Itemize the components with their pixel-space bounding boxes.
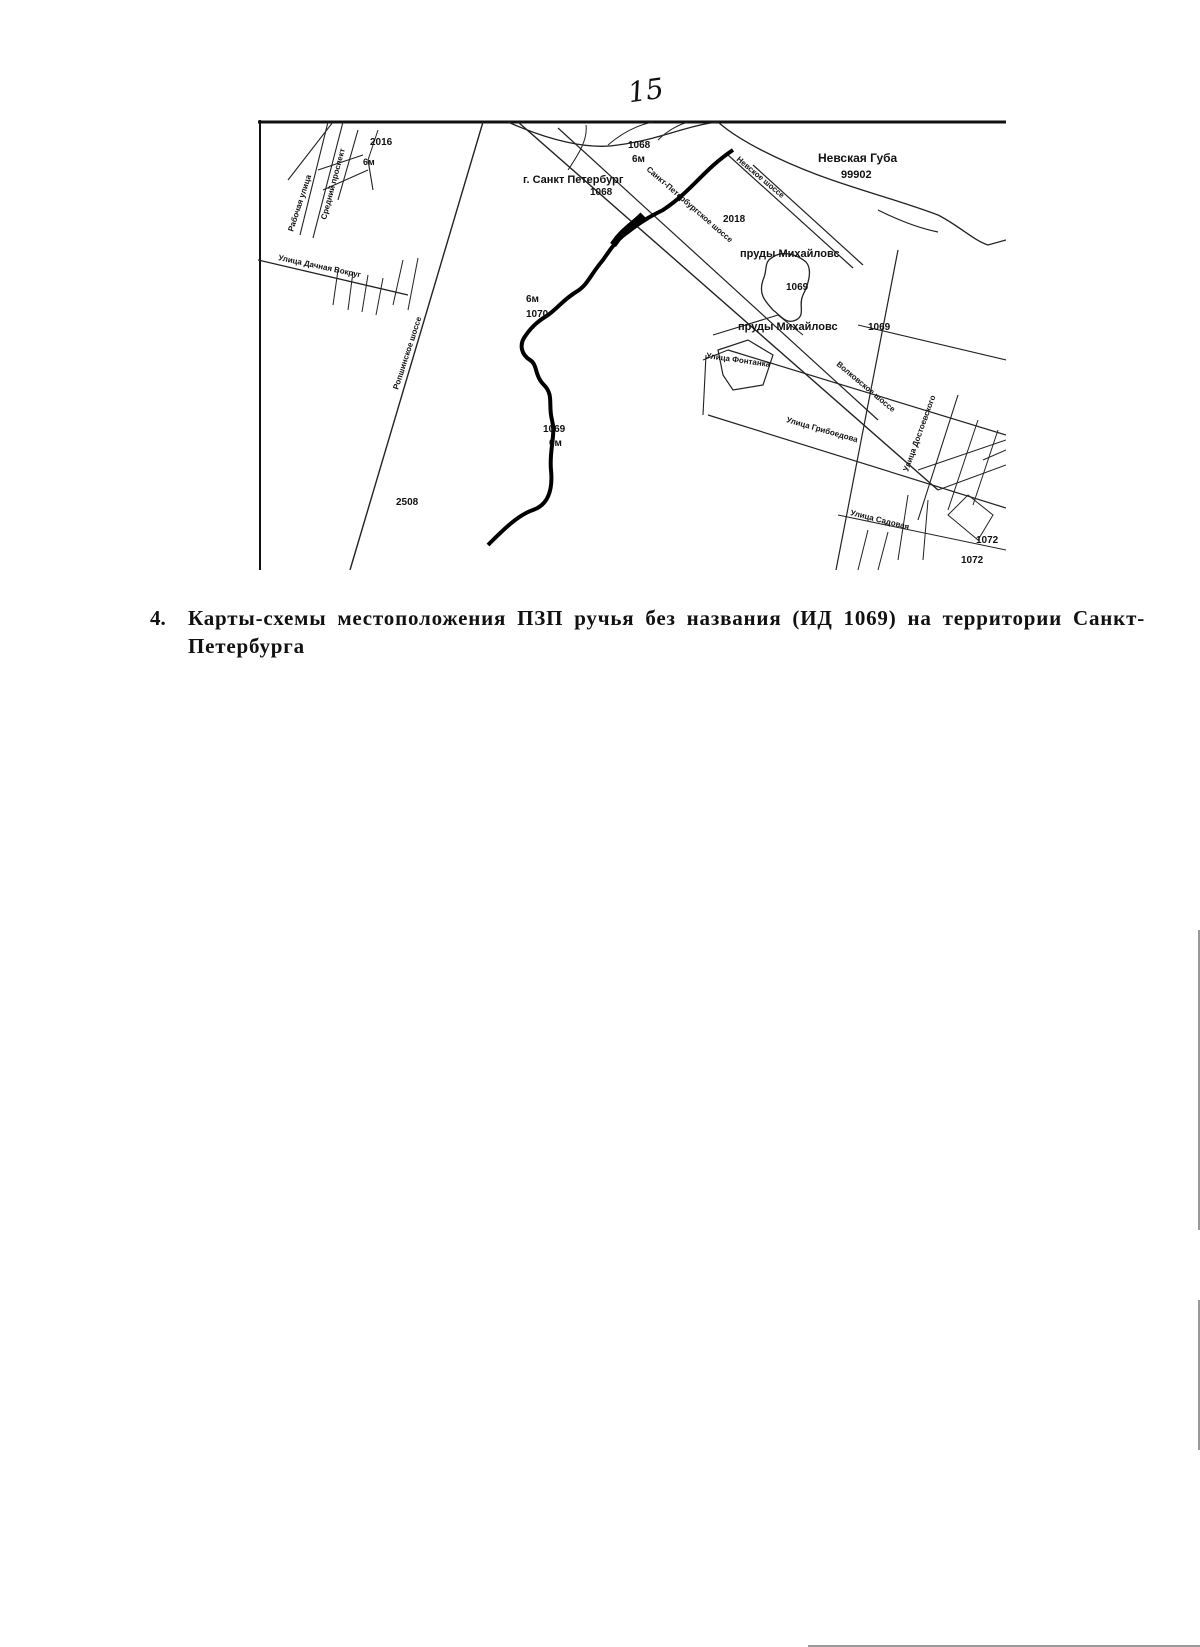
street-grid-c [312, 121, 344, 239]
pond-outline [712, 314, 804, 336]
label-1072-b: 1072 [961, 555, 984, 566]
se-grid-1 [947, 419, 979, 511]
se-grid-2 [972, 429, 999, 506]
street-tick-6 [407, 257, 419, 311]
road-fontanka-line [727, 349, 1006, 436]
street-tick-3 [361, 274, 369, 313]
pond-south [717, 339, 774, 391]
se-grid-6 [877, 531, 889, 570]
label-1069-right: 1069 [868, 322, 891, 333]
label-nevskaya-guba-id: 99902 [841, 169, 872, 181]
pond-west [702, 354, 707, 416]
label-1068-b: 1068 [590, 187, 613, 198]
label-bm-low: 6м [549, 438, 562, 449]
label-city: г. Санкт Петербург [523, 174, 624, 186]
label-nevskaya-guba: Невская Губа [818, 151, 898, 165]
street-grid-d [337, 129, 359, 201]
se-grid-9 [982, 449, 1006, 461]
road-ropsha [349, 121, 484, 570]
street-tick-4 [375, 277, 384, 316]
label-1068: 1068 [628, 140, 651, 151]
road-east [857, 324, 1006, 361]
label-prudy-1: пруды Михайловс [740, 248, 840, 260]
scan-edge-mark-lower [1198, 1300, 1200, 1450]
street-tick-7 [367, 129, 379, 161]
street-dachnaya: Улица Дачная Вокруг [278, 253, 363, 279]
street-rabochaya: Рабочая улица [286, 173, 313, 233]
street-grid-b [299, 121, 329, 236]
road-dachnaya [258, 259, 409, 296]
label-1072-a: 1072 [976, 535, 999, 546]
scan-edge-bottom [808, 1645, 1200, 1647]
label-2508: 2508 [396, 497, 419, 508]
coastline [507, 121, 1006, 246]
road-nevskoe-b [752, 164, 864, 266]
road-nevskoe [727, 154, 854, 269]
map-svg: Невская Губа 99902 г. Санкт Петербург 20… [258, 120, 1006, 570]
label-2018: 2018 [723, 214, 746, 225]
coastline-detail [877, 209, 939, 233]
label-bm-left: 6м [526, 294, 539, 305]
se-grid-4 [937, 464, 1006, 491]
street-dostoevskogo: Улица Достоевского [901, 394, 937, 473]
scan-edge-mark [1198, 930, 1200, 1230]
label-bm-small: 6м [363, 157, 375, 167]
street-grid-g [367, 159, 374, 191]
street-griboedova: Улица Грибоедова [785, 415, 859, 444]
road-spb-b [557, 127, 879, 421]
stream-branch-c [657, 121, 689, 141]
street-spb-road: Санкт-Петербургское шоссе [645, 165, 735, 245]
stream-branch-b [607, 121, 654, 146]
figure-caption: 4. Карты-схемы местоположения ПЗП ручья … [150, 604, 1145, 660]
se-grid-5 [857, 529, 869, 570]
stream-branch-a [567, 124, 587, 171]
location-map: Невская Губа 99902 г. Санкт Петербург 20… [258, 120, 1006, 570]
se-grid-3 [917, 439, 1006, 471]
label-2016: 2016 [370, 137, 393, 148]
label-bm-top: 6м [632, 154, 645, 165]
street-nevskoe: Невское шоссе [735, 155, 787, 201]
street-volkovskoe: Волковское шоссе [835, 360, 898, 415]
se-grid-7 [897, 494, 909, 561]
label-1069-mid: 1069 [786, 282, 809, 293]
street-grid-e [322, 169, 369, 191]
street-grid-f [317, 154, 364, 171]
street-tick-2 [347, 271, 354, 311]
road-sadovaya [837, 514, 1006, 551]
se-grid-8 [922, 499, 929, 561]
street-tick-5 [392, 259, 404, 306]
pond-mikhailovsky [760, 253, 811, 322]
stream-1069 [486, 148, 735, 547]
label-prudy-2: пруды Михайловс [738, 321, 838, 333]
label-1070: 1070 [526, 309, 549, 320]
stream-1069-wide [610, 212, 646, 248]
street-ropshinskoe: Ропшинское шоссе [391, 315, 423, 391]
street-sadovaya: Улица Садовая [850, 508, 911, 531]
caption-text: Карты-схемы местоположения ПЗП ручья без… [188, 606, 1145, 658]
label-1069-low: 1069 [543, 424, 566, 435]
pond-link [702, 349, 729, 361]
road-spb-a [517, 121, 939, 491]
street-tick-1 [332, 269, 339, 306]
se-block [947, 494, 994, 541]
road-dostoevskogo [917, 394, 959, 521]
road-griboedova [707, 414, 1006, 509]
page-number: 15 [625, 71, 666, 110]
caption-number: 4. [150, 606, 166, 630]
